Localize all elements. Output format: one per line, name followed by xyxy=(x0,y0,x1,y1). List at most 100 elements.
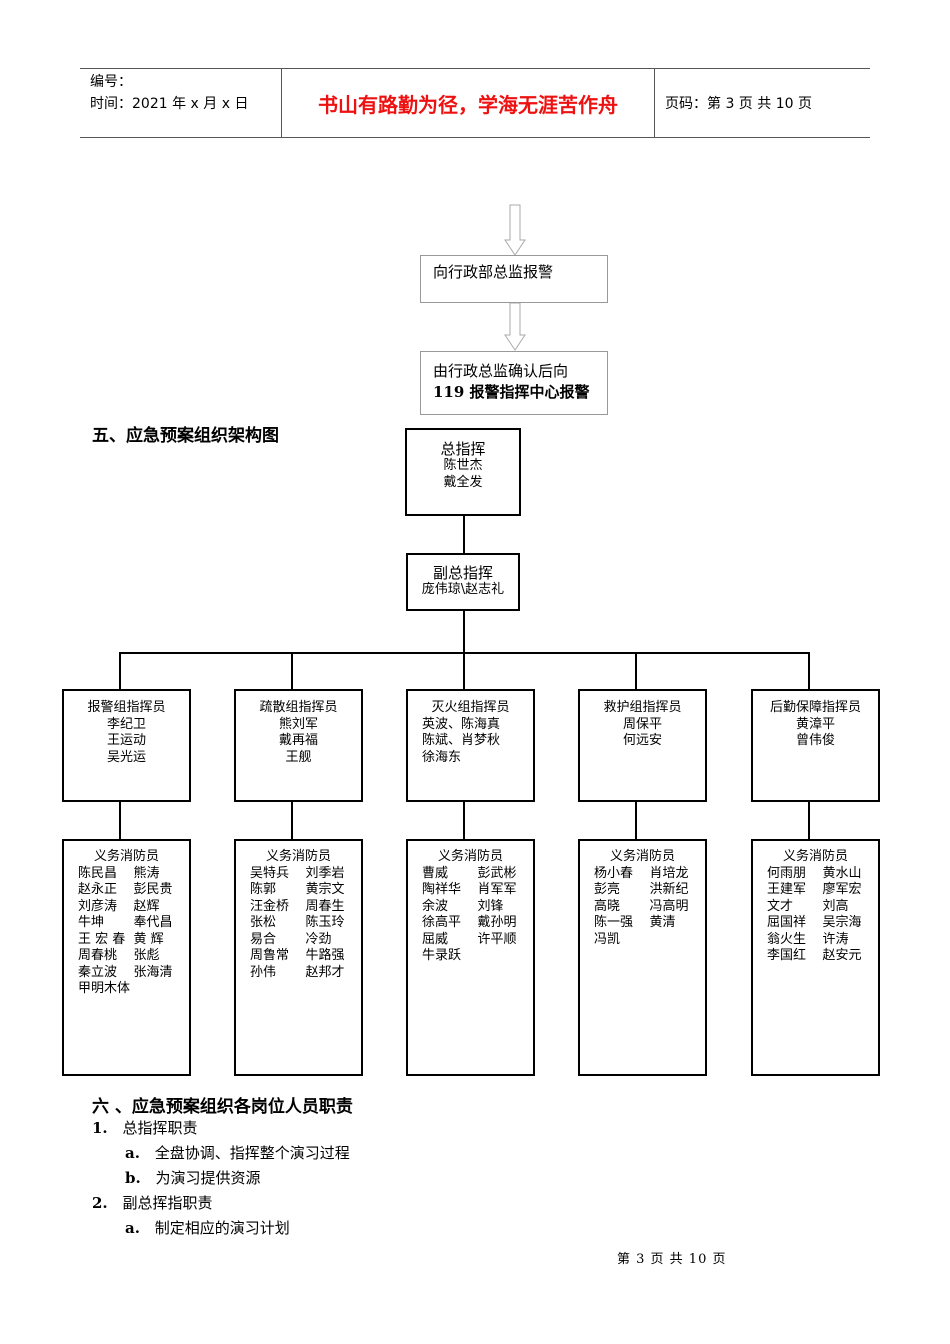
member-row: 屈国祥吴宗海 xyxy=(767,915,878,932)
member-row: 余波刘锋 xyxy=(422,899,533,916)
member-name: 曹威 xyxy=(422,865,449,881)
member-name xyxy=(134,981,190,998)
member-name: 何雨朋 xyxy=(767,865,807,881)
org-group-title: 疏散组指挥员 xyxy=(259,700,338,715)
page-footer: 第 3 页 共 10 页 xyxy=(617,1252,727,1267)
member-row: 徐高平戴孙明 xyxy=(422,915,533,932)
org-group-name: 何远安 xyxy=(622,733,662,748)
member-row: 周鲁常牛路强 xyxy=(250,948,361,965)
member-row: 陈民昌熊涛 xyxy=(78,866,189,883)
header-page-label: 页码：第 3 页 共 10 页 xyxy=(665,96,812,112)
member-name: 屈国祥 xyxy=(767,915,807,930)
header-meta: 编号： 时间：2021 年 x 月 x 日 xyxy=(80,69,281,137)
number-label: 编号： xyxy=(90,74,132,90)
org-members-box-firefighting: 义务消防员曹威彭武彬陶祥华肖军军余波刘锋徐高平戴孙明屈威许平顺牛录跃 xyxy=(406,839,535,1076)
member-name: 陈玉玲 xyxy=(305,915,345,930)
org-group-title: 报警组指挥员 xyxy=(87,700,166,715)
member-name: 肖军军 xyxy=(477,882,517,897)
member-name xyxy=(478,948,534,965)
org-group-box-firefighting: 灭火组指挥员 英波、陈海真 陈斌、肖梦秋 徐海东 xyxy=(406,689,535,802)
org-members-box-alarm: 义务消防员陈民昌熊涛赵永正彭民贵刘彦涛赵辉牛坤奉代昌王 宏 春黄 辉周春桃张彪秦… xyxy=(62,839,191,1076)
duty-text: 总指挥职责 xyxy=(122,1119,198,1137)
member-name: 黄水山 xyxy=(822,865,862,881)
member-name: 许平顺 xyxy=(477,931,517,947)
duty-number: 2. xyxy=(92,1194,108,1212)
org-deputy-box: 副总指挥 庞伟琼\赵志礼 xyxy=(406,553,520,611)
header-motto: 书山有路勤为径，学海无涯苦作舟 xyxy=(281,69,655,137)
duty-text: 全盘协调、指挥整个演习过程 xyxy=(154,1144,350,1162)
member-row: 周春桃张彪 xyxy=(78,948,189,965)
member-name: 熊涛 xyxy=(133,865,160,881)
org-members-box-evacuation: 义务消防员吴特兵刘季岩陈郭黄宗文汪金桥周春生张松陈玉玲易合冷劲周鲁常牛路强孙伟赵… xyxy=(234,839,363,1076)
member-row: 高晓冯高明 xyxy=(594,899,705,916)
member-name: 洪新纪 xyxy=(649,882,689,897)
org-group-title: 灭火组指挥员 xyxy=(431,700,510,715)
member-name: 张松 xyxy=(250,915,277,930)
member-name: 赵辉 xyxy=(133,898,160,914)
org-group-name: 黄漳平 xyxy=(795,716,835,732)
member-name: 张彪 xyxy=(133,948,160,963)
duty-number: b. xyxy=(125,1169,141,1187)
org-group-name: 王舰 xyxy=(285,749,312,765)
member-name: 黄清 xyxy=(649,915,676,930)
member-name: 彭武彬 xyxy=(477,865,517,881)
connector-line xyxy=(119,800,121,841)
org-group-box-logistics: 后勤保障指挥员 黄漳平 曾伟俊 xyxy=(751,689,880,802)
member-name: 孙伟 xyxy=(250,964,277,980)
member-name: 汪金桥 xyxy=(250,898,290,914)
org-group-name: 戴再福 xyxy=(278,733,318,748)
member-name: 彭民贵 xyxy=(133,882,173,897)
member-row: 冯凯 xyxy=(594,932,705,949)
org-group-name: 徐海东 xyxy=(422,749,462,765)
member-name: 彭亮 xyxy=(594,882,621,897)
flow-step-report-119: 由行政总监确认后向 119 报警指挥中心报警 xyxy=(420,351,608,415)
member-row: 何雨朋黄水山 xyxy=(767,866,878,883)
member-name: 甲明木体 xyxy=(78,981,131,996)
member-name: 陈郭 xyxy=(250,882,277,897)
org-members-title: 义务消防员 xyxy=(265,849,331,864)
org-members-title: 义务消防员 xyxy=(609,849,675,864)
member-row: 秦立波张海清 xyxy=(78,965,189,982)
org-deputy-title: 副总指挥 xyxy=(432,564,493,582)
member-name: 刘季岩 xyxy=(305,865,345,881)
member-name: 陈民昌 xyxy=(78,865,118,881)
member-row: 牛录跃 xyxy=(422,948,533,965)
member-row: 李国红赵安元 xyxy=(767,948,878,965)
duty-text: 副总挥指职责 xyxy=(122,1194,213,1212)
flow-step-text: 由行政总监确认后向 xyxy=(433,362,569,380)
connector-line xyxy=(291,652,293,691)
member-name: 高晓 xyxy=(594,898,621,914)
org-group-name: 熊刘军 xyxy=(278,716,318,732)
member-name: 屈威 xyxy=(422,931,449,947)
duty-number: a. xyxy=(125,1144,140,1162)
member-row: 赵永正彭民贵 xyxy=(78,882,189,899)
member-row: 王建军廖军宏 xyxy=(767,882,878,899)
member-name: 牛坤 xyxy=(78,915,105,930)
member-row: 文才刘高 xyxy=(767,899,878,916)
org-group-name: 王运动 xyxy=(106,733,146,748)
org-members-title: 义务消防员 xyxy=(782,849,848,864)
org-members-box-logistics: 义务消防员何雨朋黄水山王建军廖军宏文才刘高屈国祥吴宗海翁火生许涛李国红赵安元 xyxy=(751,839,880,1076)
member-row: 甲明木体 xyxy=(78,981,189,998)
flow-step-report-director: 向行政部总监报警 xyxy=(420,255,608,303)
member-name xyxy=(650,932,706,949)
member-name: 吴特兵 xyxy=(250,865,290,881)
arrow-down-icon xyxy=(504,204,526,256)
member-name: 赵邦才 xyxy=(305,964,345,980)
member-row: 翁火生许涛 xyxy=(767,932,878,949)
member-name: 牛录跃 xyxy=(422,948,462,963)
member-name: 王 宏 春 xyxy=(78,931,126,947)
connector-line xyxy=(635,800,637,841)
member-name: 赵安元 xyxy=(822,948,862,963)
member-name: 陶祥华 xyxy=(422,882,462,897)
org-group-box-alarm: 报警组指挥员 李纪卫 王运动 吴光运 xyxy=(62,689,191,802)
duty-number: a. xyxy=(125,1219,140,1237)
connector-line xyxy=(291,800,293,841)
duty-number: 1. xyxy=(92,1119,108,1137)
member-name: 张海清 xyxy=(133,964,173,980)
org-members-box-rescue: 义务消防员杨小春肖培龙彭亮洪新纪高晓冯高明陈一强黄清冯凯 xyxy=(578,839,707,1076)
member-row: 王 宏 春黄 辉 xyxy=(78,932,189,949)
org-group-name: 英波、陈海真 xyxy=(422,716,501,732)
connector-line xyxy=(635,652,637,691)
member-row: 牛坤奉代昌 xyxy=(78,915,189,932)
